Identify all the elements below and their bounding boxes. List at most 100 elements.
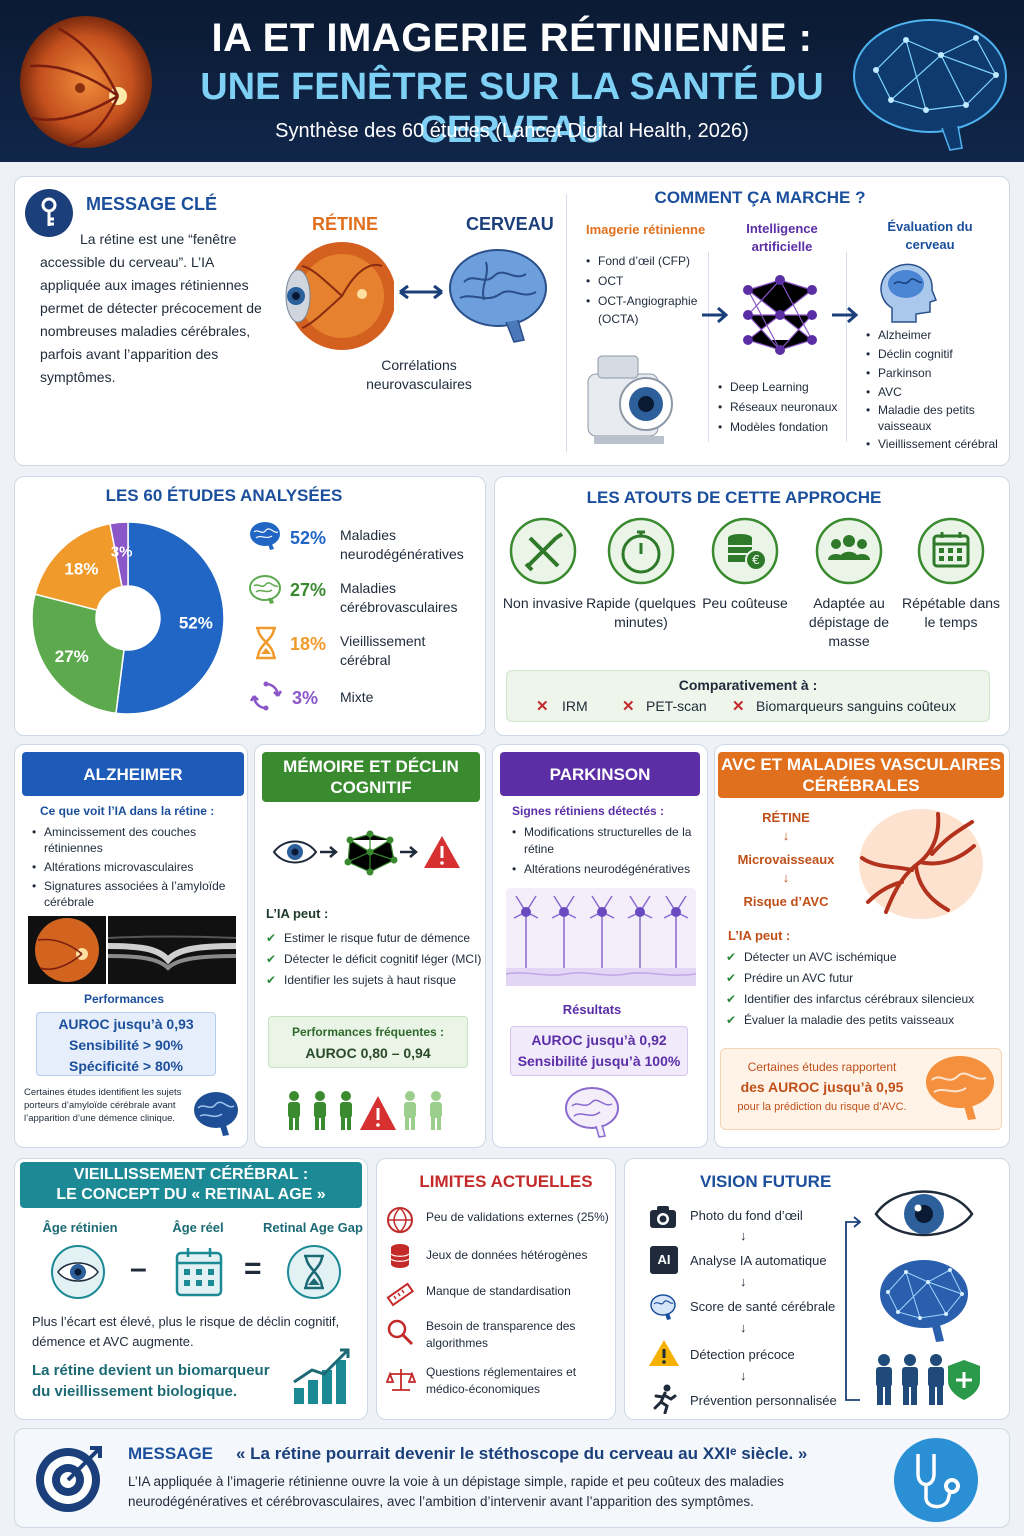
brain-vessels-icon	[249, 575, 281, 604]
list-item: Altérations microvasculaires	[30, 859, 236, 875]
title-line1: IA ET IMAGERIE RÉTINIENNE :	[211, 16, 813, 60]
perf-value: AUROC 0,80 – 0,94	[305, 1045, 431, 1061]
divider	[846, 252, 847, 442]
parkinson-subtitle: Signes rétiniens détectés :	[512, 804, 665, 818]
list-item: Réseaux neuronaux	[716, 398, 846, 416]
list-item: Détecter le déficit cognitif léger (MCI)	[264, 949, 484, 970]
compare-item: IRM	[562, 698, 588, 714]
limit-item: Besoin de transparence des algorithmes	[426, 1319, 576, 1350]
result-line: AUROC jusqu’à 0,92	[531, 1032, 667, 1048]
legend-label: Maladies cérébrovasculaires	[340, 580, 458, 615]
pie-slice	[109, 521, 129, 588]
atout-label: Non invasive	[502, 595, 584, 611]
aging-title: VIEILLISSEMENT CÉRÉBRAL :LE CONCEPT DU «…	[20, 1162, 362, 1208]
alzheimer-list: Amincissement des couches rétiniennes Al…	[30, 824, 236, 910]
database-icon	[390, 1244, 410, 1268]
pie-label: 18%	[64, 559, 98, 578]
alzheimer-note: Certaines études identifient les sujets …	[24, 1087, 182, 1124]
digital-brain-icon	[880, 1260, 968, 1342]
list-item: Maladie des petits vaisseaux	[864, 402, 1004, 434]
svg-text:€: €	[752, 553, 760, 567]
legend-pct: 18%	[290, 634, 327, 654]
pie-label: 52%	[179, 613, 213, 632]
legend-label: Mixte	[340, 689, 374, 705]
avc-ia-title: L’IA peut :	[728, 928, 791, 943]
avc-chain-3: Risque d’AVC	[743, 894, 829, 909]
memoire-ia-title: L’IA peut :	[266, 906, 329, 921]
list-item: Estimer le risque futur de démence	[264, 928, 484, 949]
cross-icon: ✕	[622, 698, 635, 715]
parkinson-title: PARKINSON	[500, 752, 700, 796]
avc-chain-2: Microvaisseaux	[737, 852, 835, 867]
memoire-perf-box: Performances fréquentes : AUROC 0,80 – 0…	[268, 1016, 468, 1068]
future-step: Score de santé cérébrale	[690, 1299, 836, 1314]
how-col1-title: Imagerie rétinienne	[586, 222, 706, 237]
equals-sign: =	[244, 1252, 262, 1285]
list-item: Prédire un AVC futur	[724, 968, 1004, 989]
neural-network-icon	[743, 275, 817, 355]
arrow-down-icon: ↓	[782, 870, 790, 885]
retina-fundus-icon	[20, 16, 152, 148]
parkinson-results-box: AUROC jusqu’à 0,92 Sensibilité jusqu’à 1…	[510, 1026, 688, 1076]
cycle-icon	[250, 681, 282, 711]
legend-label: Vieillissement cérébral	[340, 633, 426, 668]
divider	[708, 252, 709, 442]
brain-icon	[194, 1092, 238, 1136]
calendar-icon	[175, 1248, 223, 1297]
list-item: Signatures associées à l’amyloïde cérébr…	[30, 878, 236, 910]
atout-label: Adaptée au dépistage de masse	[808, 595, 890, 649]
compare-item: PET-scan	[646, 698, 707, 714]
eye-network-alert-flow	[272, 830, 460, 876]
how-col3-title: Évaluation du cerveau	[887, 219, 973, 252]
retinal-neurons-illustration	[506, 888, 696, 986]
magnifier-icon	[387, 1319, 414, 1346]
title-line2: UNE FENÊTRE SUR LA SANTÉ DU CERVEAU	[200, 66, 824, 151]
stethoscope-icon	[894, 1438, 978, 1522]
eye-icon	[874, 1190, 974, 1237]
subtitle: Synthèse des 60 études (Lancet Digital H…	[275, 120, 749, 142]
pie-slice	[115, 521, 225, 715]
atout-label: Rapide (quelques minutes)	[586, 595, 696, 630]
aging-title-line2: LE CONCEPT DU « RETINAL AGE »	[56, 1186, 326, 1203]
alzheimer-subtitle: Ce que voit l’IA dans la rétine :	[40, 804, 215, 818]
ai-chip-icon: AI	[650, 1246, 678, 1274]
fundus-photo	[28, 916, 106, 984]
list-item: OCT	[584, 272, 704, 290]
list-item: Parkinson	[864, 364, 1004, 382]
list-item: Vieillissement cérébral	[864, 435, 1004, 453]
scales-icon	[386, 1369, 416, 1391]
hourglass-icon	[287, 1245, 341, 1299]
avc-list: Détecter un AVC ischémique Prédire un AV…	[724, 947, 1004, 1031]
studies-pie-chart: 52%27%18%3%	[31, 521, 225, 715]
pie-label: 3%	[111, 543, 133, 560]
studies-title: LES 60 ÉTUDES ANALYSÉES	[105, 486, 343, 505]
list-item: OCT-Angiographie (OCTA)	[584, 292, 704, 328]
aging-label: Âge réel	[172, 1220, 224, 1235]
eyeball-icon	[285, 242, 394, 350]
alzheimer-perf-title: Performances	[83, 992, 165, 1006]
future-step: Prévention personnalisée	[690, 1393, 837, 1408]
message-quote: « La rétine pourrait devenir le stéthosc…	[236, 1444, 808, 1463]
arrow-down-icon: ↓	[782, 828, 790, 843]
list-item: Détecter un AVC ischémique	[724, 947, 1004, 968]
key-message-title: MESSAGE CLÉ	[86, 194, 218, 214]
list-item: Modifications structurelles de la rétine	[510, 824, 700, 858]
memoire-list: Estimer le risque futur de démence Détec…	[264, 928, 484, 991]
future-step: Photo du fond d’œil	[690, 1208, 803, 1223]
alzheimer-perf-box: AUROC jusqu’à 0,93 Sensibilité > 90% Spé…	[36, 1012, 216, 1076]
how-col3-list: Alzheimer Déclin cognitif Parkinson AVC …	[864, 326, 1004, 453]
list-item: Évaluer la maladie des petits vaisseaux	[724, 1010, 1004, 1031]
limits-title: LIMITES ACTUELLES	[419, 1172, 593, 1191]
cross-icon: ✕	[732, 698, 745, 715]
pie-slice	[34, 522, 123, 611]
how-col1-list: Fond d’œil (CFP) OCT OCT-Angiographie (O…	[584, 252, 704, 328]
retina-label: RÉTINE	[312, 214, 379, 234]
how-col2-list: Deep Learning Réseaux neuronaux Modèles …	[716, 378, 846, 436]
message-title: MESSAGE	[128, 1444, 214, 1463]
avc-title: AVC ET MALADIES VASCULAIRES CÉRÉBRALES	[718, 752, 1004, 798]
calendar-icon	[917, 517, 985, 585]
limit-item: Peu de validations externes (25%)	[426, 1210, 609, 1224]
cross-icon: ✕	[536, 698, 549, 715]
running-person-icon	[653, 1384, 677, 1414]
avc-note-line3: pour la prédiction du risque d’AVC.	[737, 1101, 907, 1113]
